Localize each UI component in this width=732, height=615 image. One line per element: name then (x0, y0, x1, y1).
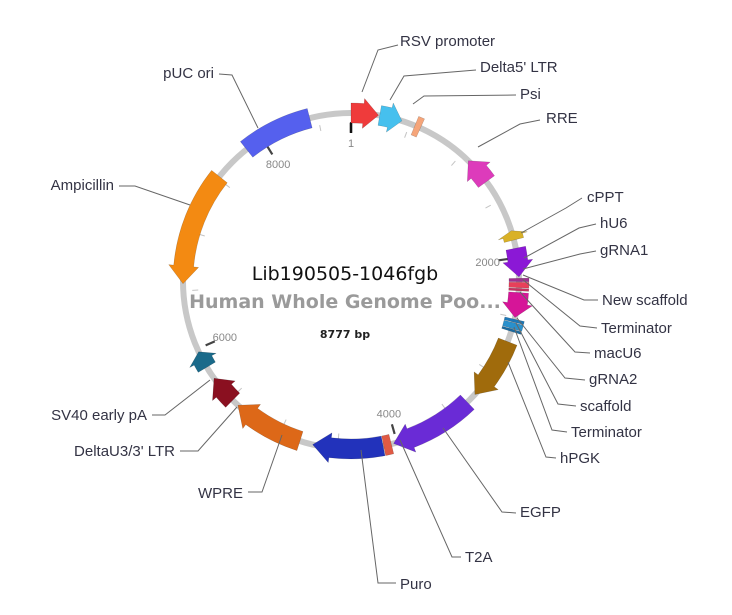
leader-puc-ori (218, 73, 259, 129)
plasmid-description: Human Whole Genome Poo... (189, 291, 501, 313)
label-ampicillin[interactable]: Ampicillin (51, 177, 114, 194)
tick-label-6000: 6000 (213, 332, 237, 344)
tick-label-8000: 8000 (266, 159, 290, 171)
label-scaffold[interactable]: scaffold (580, 398, 631, 415)
label-t2a[interactable]: T2A (465, 549, 493, 566)
leader-grna2 (516, 317, 586, 381)
leader-new-scaffold (522, 274, 598, 301)
label-grna1[interactable]: gRNA1 (600, 242, 648, 259)
feature-hu6[interactable] (502, 245, 534, 278)
plasmid-name: Lib190505-1046fgb (252, 263, 438, 285)
leader-grna1 (522, 250, 597, 270)
label-cppt[interactable]: cPPT (587, 189, 624, 206)
leader-rre (477, 119, 541, 148)
ruler-tick (498, 257, 509, 262)
tick-label-4000: 4000 (377, 409, 401, 421)
leader-puro (360, 449, 396, 584)
feature-grna1[interactable] (508, 277, 530, 282)
plasmid-size: 8777 bp (320, 328, 370, 341)
label-rre[interactable]: RRE (546, 110, 578, 127)
leader-egfp (442, 427, 517, 514)
feature-scaffold[interactable] (502, 319, 524, 332)
leader-scaffold (515, 322, 577, 407)
feature-puc-ori[interactable] (240, 108, 313, 158)
feature-layer (168, 97, 534, 464)
tick-label-1: 1 (348, 138, 354, 150)
leader-macu6 (519, 291, 591, 354)
leader-cppt (520, 197, 583, 234)
feature-deltau3-3-ltr[interactable] (212, 378, 241, 408)
feature-hpgk[interactable] (473, 337, 518, 395)
ruler-tick (500, 313, 507, 317)
feature-sv40-early-pa[interactable] (189, 351, 218, 373)
leader-ampicillin (119, 185, 191, 206)
label-sv40-early-pa[interactable]: SV40 early pA (51, 407, 147, 424)
leader-hpgk (507, 361, 557, 459)
label-puc-ori[interactable]: pUC ori (163, 65, 214, 82)
leader-wpre (248, 434, 283, 493)
ruler-tick (319, 125, 322, 132)
label-grna2[interactable]: gRNA2 (589, 371, 637, 388)
label-macu6[interactable]: macU6 (594, 345, 642, 362)
feature-delta5-ltr[interactable] (377, 102, 403, 133)
leader-delta5-ltr (389, 69, 477, 101)
leader-deltau3-3-ltr (180, 406, 238, 452)
label-terminator[interactable]: Terminator (601, 320, 672, 337)
feature-t2a[interactable] (381, 434, 395, 456)
feature-puro[interactable] (312, 432, 386, 464)
feature-ampicillin[interactable] (168, 169, 228, 285)
leader-hu6 (523, 223, 597, 259)
feature-grna2[interactable] (503, 316, 525, 325)
leader-layer (119, 44, 598, 584)
ruler-tick (485, 204, 492, 209)
leader-terminator-2 (513, 326, 568, 433)
label-egfp[interactable]: EGFP (520, 504, 561, 521)
feature-wpre[interactable] (237, 404, 304, 451)
label-hpgk[interactable]: hPGK (560, 450, 600, 467)
tick-label-2000: 2000 (475, 257, 499, 269)
label-delta5-ltr[interactable]: Delta5' LTR (480, 59, 558, 76)
label-deltau3-3-ltr[interactable]: DeltaU3/3' LTR (74, 443, 175, 460)
leader-psi (412, 94, 517, 105)
label-wpre[interactable]: WPRE (198, 485, 243, 502)
label-new-scaffold[interactable]: New scaffold (602, 292, 688, 309)
feature-rsv-promoter[interactable] (350, 97, 379, 129)
ruler-tick (205, 340, 216, 347)
label-puro[interactable]: Puro (400, 576, 432, 593)
label-hu6[interactable]: hU6 (600, 215, 628, 232)
ruler-tick (266, 145, 274, 156)
leader-terminator (521, 278, 598, 329)
ruler-tick (390, 423, 396, 435)
label-terminator-2[interactable]: Terminator (571, 424, 642, 441)
leader-sv40-early-pa (152, 379, 211, 416)
label-psi[interactable]: Psi (520, 86, 541, 103)
feature-psi[interactable] (410, 116, 425, 138)
leader-rsv-promoter (361, 44, 399, 93)
feature-egfp[interactable] (393, 394, 475, 453)
feature-terminator[interactable] (508, 287, 530, 292)
ruler-tick (404, 131, 408, 138)
ruler-tick (451, 160, 456, 166)
feature-new-scaffold[interactable] (508, 281, 530, 289)
leader-t2a (399, 439, 461, 558)
feature-macu6[interactable] (502, 291, 533, 318)
feature-cppt[interactable] (498, 230, 528, 243)
label-rsv-promoter[interactable]: RSV promoter (400, 33, 495, 50)
feature-rre[interactable] (467, 160, 495, 188)
